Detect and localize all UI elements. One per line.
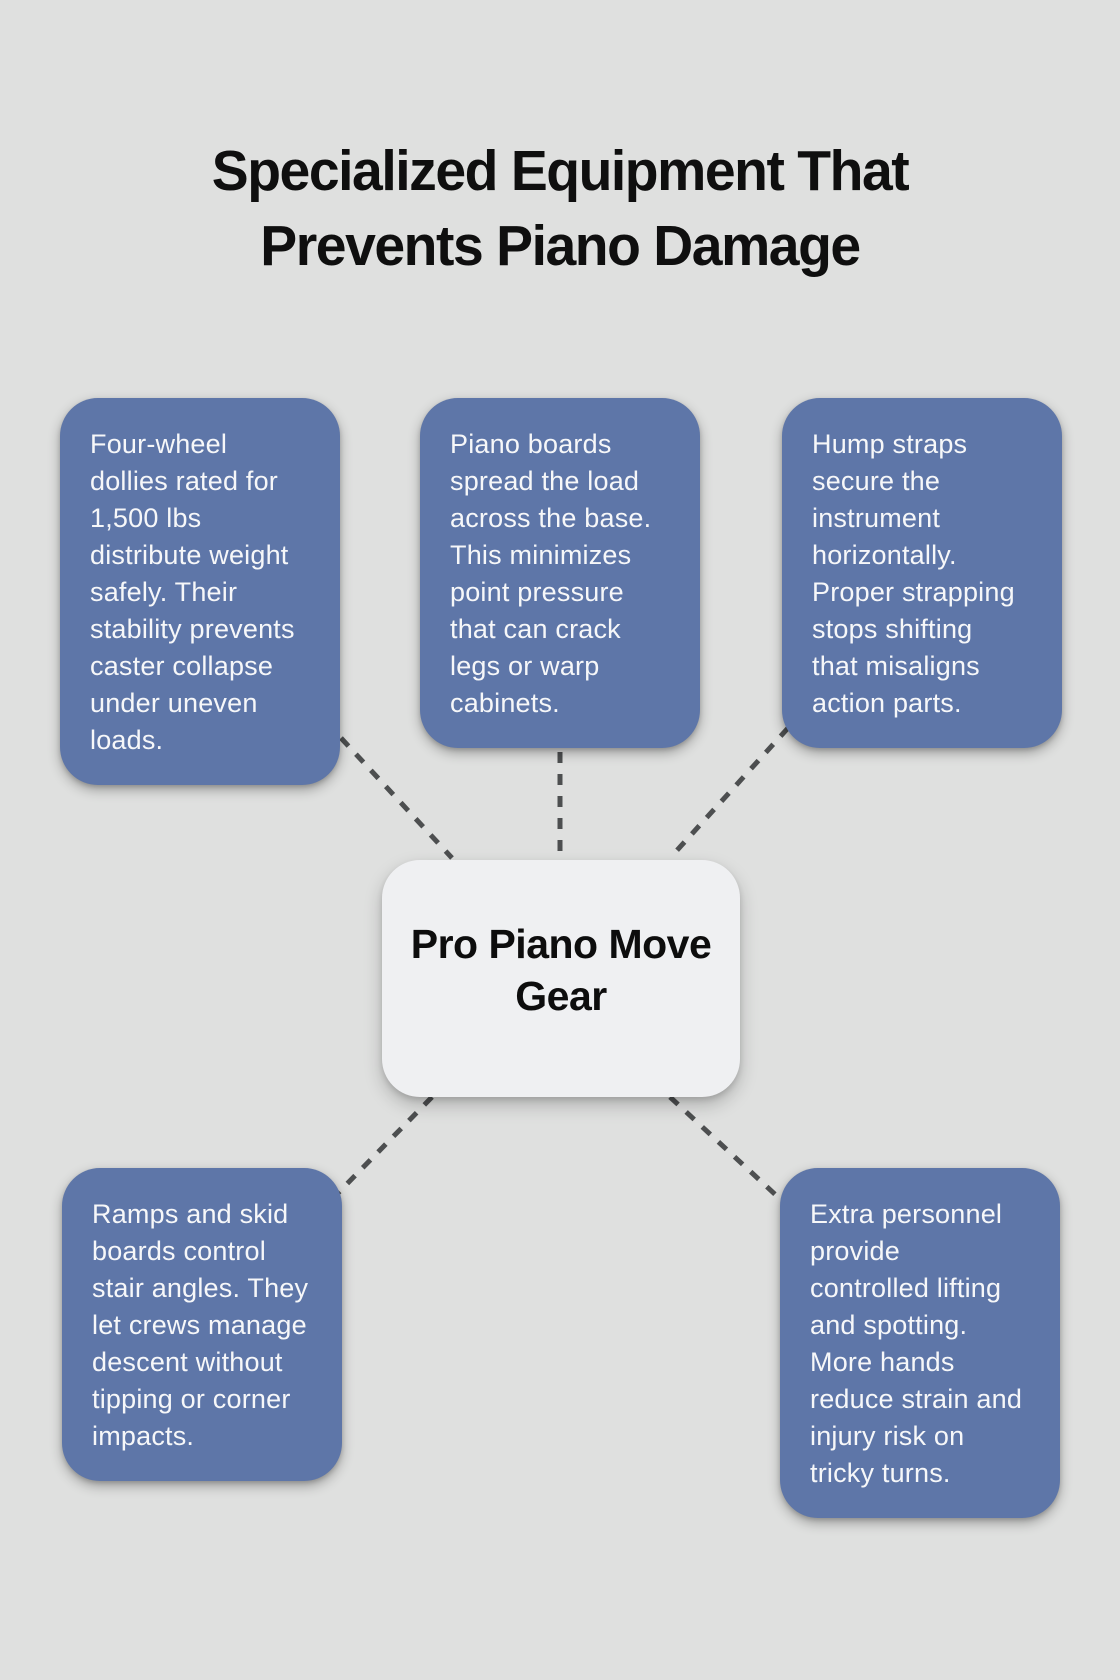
connector-line-bottom-left: [336, 1095, 434, 1195]
card-text: Piano boards spread the load across the …: [450, 429, 652, 718]
card-four-wheel-dollies: Four-wheel dollies rated for 1,500 lbs d…: [60, 398, 340, 785]
connector-line-top-left: [339, 736, 454, 860]
card-text: Ramps and skid boards control stair angl…: [92, 1199, 309, 1451]
card-hump-straps: Hump straps secure the instrument horizo…: [782, 398, 1062, 748]
card-text: Four-wheel dollies rated for 1,500 lbs d…: [90, 429, 295, 755]
card-ramps-skid-boards: Ramps and skid boards control stair angl…: [62, 1168, 342, 1481]
connector-line-bottom-right: [668, 1095, 781, 1200]
card-extra-personnel: Extra personnel provide controlled lifti…: [780, 1168, 1060, 1518]
card-text: Extra personnel provide controlled lifti…: [810, 1199, 1023, 1488]
card-text: Hump straps secure the instrument horizo…: [812, 429, 1015, 718]
connector-line-top-right: [668, 726, 790, 860]
center-node-label: Pro Piano Move Gear: [410, 921, 712, 1019]
page-title: Specialized Equipment That Prevents Pian…: [211, 139, 910, 279]
center-node: Pro Piano Move Gear: [382, 860, 740, 1097]
card-piano-boards: Piano boards spread the load across the …: [420, 398, 700, 748]
